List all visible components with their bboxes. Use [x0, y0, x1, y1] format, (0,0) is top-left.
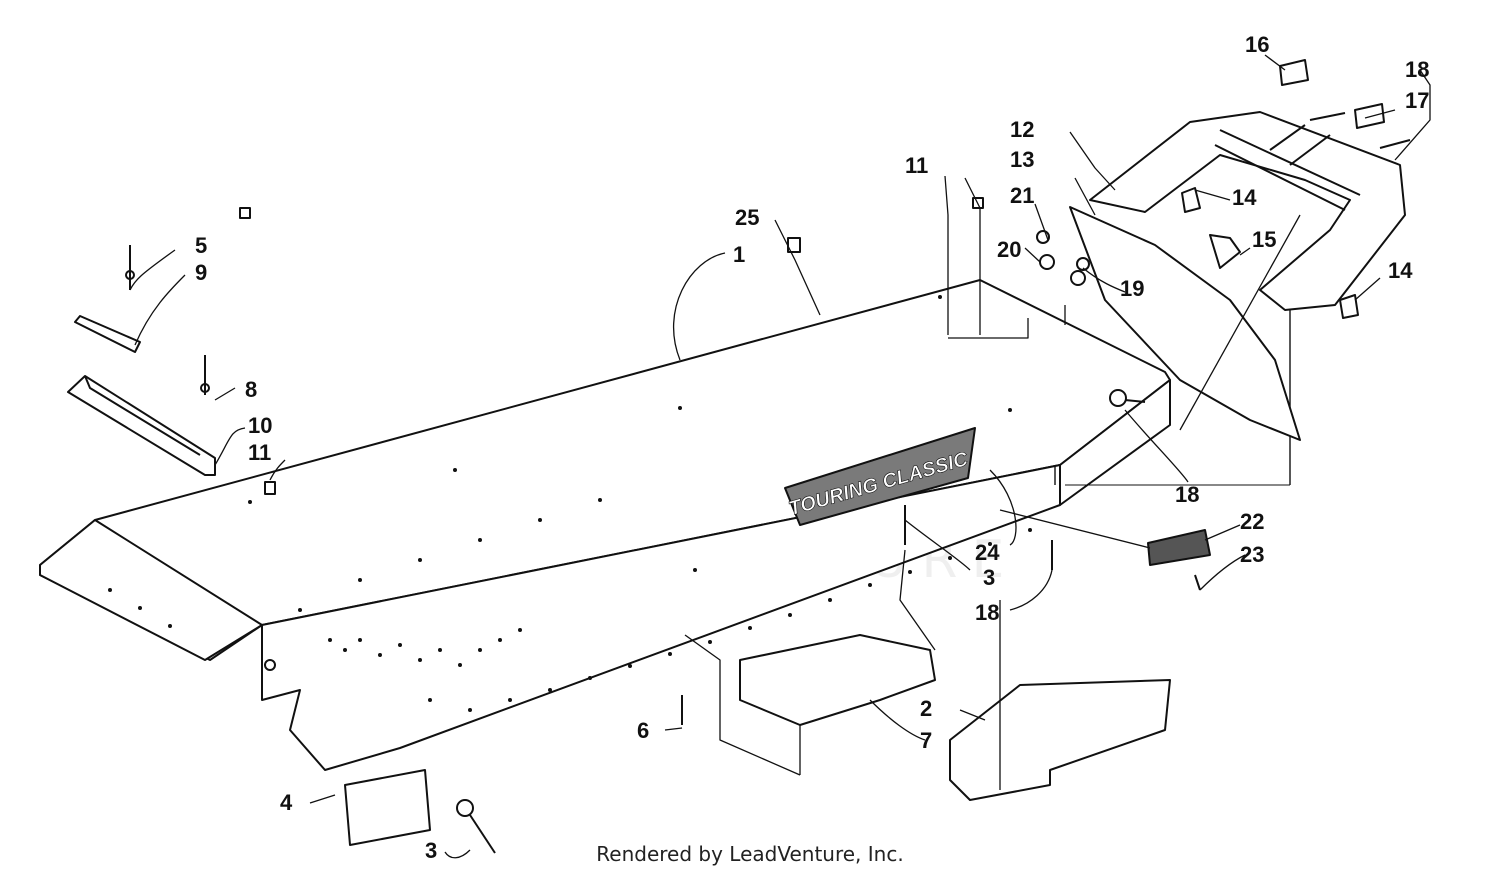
callout-1: 1	[733, 242, 745, 267]
callout-9: 9	[195, 260, 207, 285]
callout-11: 11	[905, 153, 928, 178]
callout-11: 11	[248, 440, 271, 465]
callout-24: 24	[975, 540, 1000, 565]
callout-23: 23	[1240, 542, 1264, 567]
callout-22: 22	[1240, 509, 1264, 534]
callout-21: 21	[1010, 183, 1034, 208]
reflector	[1147, 529, 1211, 566]
callout-7: 7	[920, 728, 932, 753]
name-plates	[1279, 59, 1385, 129]
strap-plate	[74, 315, 141, 353]
callout-8: 8	[245, 377, 257, 402]
mounting-plate	[344, 769, 431, 846]
callout-5: 5	[195, 233, 207, 258]
running-board-bracket	[949, 679, 1171, 801]
footer-credit: Rendered by LeadVenture, Inc.	[596, 842, 904, 866]
callout-16: 16	[1245, 32, 1269, 57]
callout-4: 4	[280, 790, 293, 815]
callout-14: 14	[1232, 185, 1257, 210]
callout-6: 6	[637, 718, 649, 743]
callout-2: 2	[920, 696, 932, 721]
callout-18: 18	[1405, 57, 1429, 82]
callout-3: 3	[983, 565, 995, 590]
callout-20: 20	[997, 237, 1021, 262]
callout-3: 3	[425, 838, 437, 863]
callout-18: 18	[1175, 482, 1199, 507]
footrest	[739, 634, 936, 726]
callout-15: 15	[1252, 227, 1276, 252]
rear-bumper	[1089, 111, 1406, 311]
callout-25: 25	[735, 205, 759, 230]
left-bracket	[67, 375, 216, 476]
callout-14: 14	[1388, 258, 1413, 283]
tunnel-body	[39, 279, 1291, 771]
snow-flap	[1069, 206, 1301, 441]
callout-10: 10	[248, 413, 272, 438]
callout-13: 13	[1010, 147, 1034, 172]
callout-labels: 1 2 3 3 4 5 6 7 8 9 10 11 11 12 13 14 14…	[195, 32, 1429, 863]
callout-12: 12	[1010, 117, 1034, 142]
touring-classic-decal	[784, 427, 976, 526]
tunnel-rivet-pattern	[108, 295, 1032, 712]
callout-17: 17	[1405, 88, 1429, 113]
callout-19: 19	[1120, 276, 1144, 301]
leader-lines	[129, 54, 1431, 859]
fasteners	[125, 112, 1411, 854]
callout-18: 18	[975, 600, 999, 625]
